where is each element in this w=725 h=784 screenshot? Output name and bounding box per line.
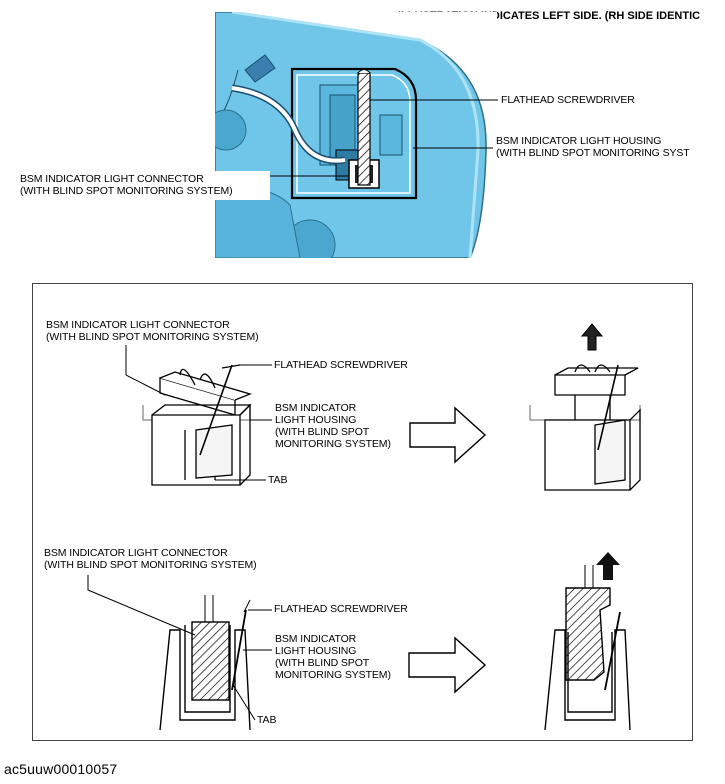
lower-direction-arrow-icon xyxy=(408,636,487,694)
top-connector-label: BSM INDICATOR LIGHT CONNECTOR(WITH BLIND… xyxy=(20,173,233,197)
lower-after-section xyxy=(544,565,631,731)
figure-code: ac5uuw00010057 xyxy=(4,761,118,777)
procedure-panel xyxy=(32,283,693,741)
mirror-hole xyxy=(215,109,247,151)
top-housing-label: BSM INDICATOR LIGHT HOUSING(WITH BLIND S… xyxy=(496,135,690,159)
top-screwdriver-label: FLATHEAD SCREWDRIVER xyxy=(501,94,635,106)
upper-tab-label: TAB xyxy=(268,474,288,486)
upper-after-assembly xyxy=(529,364,641,491)
lower-up-arrow-icon xyxy=(596,552,620,580)
upper-screwdriver-label: FLATHEAD SCREWDRIVER xyxy=(274,359,408,371)
upper-before-assembly xyxy=(142,364,252,486)
lower-connector-label: BSM INDICATOR LIGHT CONNECTOR(WITH BLIND… xyxy=(44,547,257,571)
lower-tab-label: TAB xyxy=(257,714,277,726)
lower-screwdriver-label: FLATHEAD SCREWDRIVER xyxy=(274,603,408,615)
upper-up-arrow-icon xyxy=(580,323,604,351)
upper-direction-arrow-icon xyxy=(409,406,487,464)
upper-connector-label: BSM INDICATOR LIGHT CONNECTOR(WITH BLIND… xyxy=(46,319,259,343)
lower-before-section xyxy=(159,595,251,731)
